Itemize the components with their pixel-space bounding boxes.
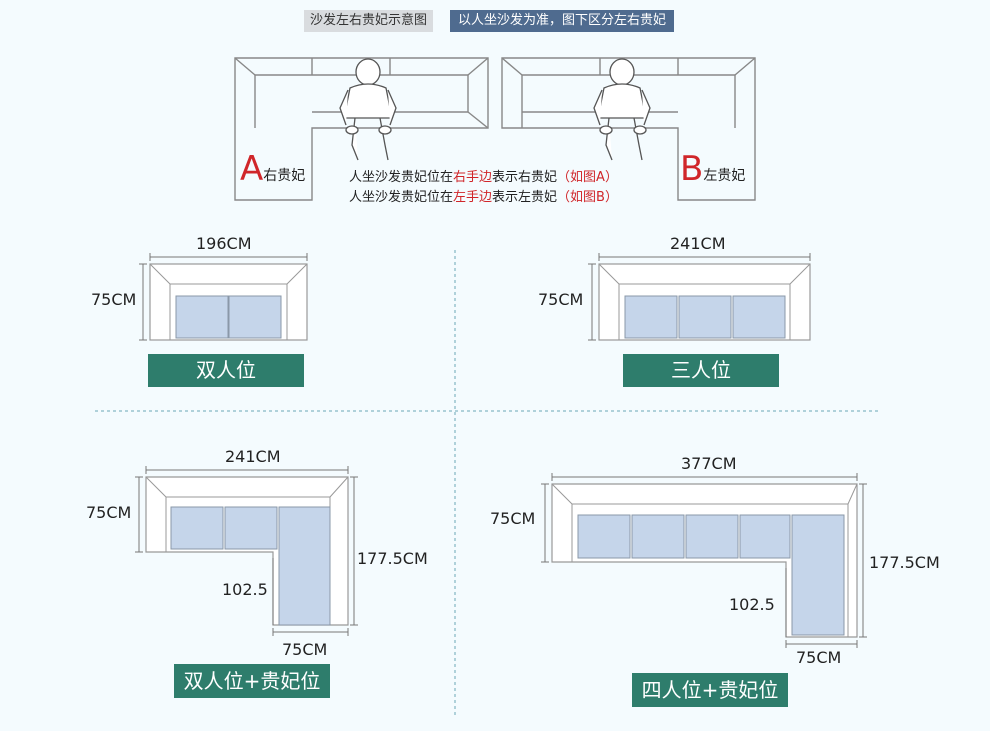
note2-post: 表示左贵妃	[492, 190, 558, 205]
three-seat-width: 241CM	[670, 234, 726, 253]
note1-highlight: 右手边	[453, 170, 493, 185]
seat-cushion	[228, 295, 282, 339]
note-line-2: 人坐沙发贵妃位在左手边表示左贵妃（如图B）	[349, 188, 618, 208]
chaise-cushion	[791, 514, 845, 636]
note-line-1: 人坐沙发贵妃位在右手边表示右贵妃（如图A）	[349, 168, 618, 188]
four-chaise-chaise-width: 75CM	[796, 648, 842, 667]
seat-cushion	[224, 506, 278, 550]
label-b-text: 左贵妃	[703, 168, 746, 184]
two-chaise-depth: 75CM	[86, 503, 132, 522]
seat-cushion	[739, 514, 791, 559]
person-a-icon	[339, 58, 397, 161]
three-seat-tag: 三人位	[623, 354, 779, 387]
two-seat-width: 196CM	[196, 234, 252, 253]
three-seat-depth: 75CM	[538, 290, 584, 309]
two-chaise-tag: 双人位+贵妃位	[174, 664, 330, 698]
note2-ref: （如图B）	[557, 190, 618, 205]
four-chaise-inner: 102.5	[729, 595, 775, 614]
note1-post: 表示右贵妃	[492, 170, 558, 185]
two-chaise-inner: 102.5	[222, 580, 268, 599]
person-b-icon	[593, 58, 651, 161]
header-right-label: 以人坐沙发为准，图下区分左右贵妃	[450, 10, 675, 32]
label-a-text: 右贵妃	[263, 168, 306, 184]
four-chaise-depth: 75CM	[490, 509, 536, 528]
letter-b: B	[680, 149, 704, 189]
two-seat-depth: 75CM	[91, 290, 137, 309]
letter-a: A	[240, 149, 264, 189]
seat-cushion	[577, 514, 631, 559]
seat-cushion	[631, 514, 685, 559]
seat-cushion	[170, 506, 224, 550]
label-b: B左贵妃	[680, 152, 745, 186]
seat-cushion	[732, 295, 786, 339]
two-chaise-width: 241CM	[225, 447, 281, 466]
note2-pre: 人坐沙发贵妃位在	[349, 190, 454, 205]
two-seat-sofa-drawing	[139, 253, 308, 341]
note1-ref: （如图A）	[557, 170, 618, 185]
seat-cushion	[624, 295, 678, 339]
two-chaise-sofa-drawing	[135, 466, 358, 636]
four-chaise-sofa-drawing	[541, 473, 867, 648]
chaise-cushion	[278, 506, 331, 626]
note1-pre: 人坐沙发贵妃位在	[349, 170, 454, 185]
seat-cushion	[685, 514, 739, 559]
header-left-label: 沙发左右贵妃示意图	[304, 10, 434, 32]
note2-highlight: 左手边	[453, 190, 493, 205]
seat-cushion	[175, 295, 229, 339]
two-chaise-chaise-width: 75CM	[282, 640, 328, 659]
four-chaise-tag: 四人位+贵妃位	[632, 673, 788, 707]
label-a: A右贵妃	[240, 152, 305, 186]
four-chaise-width: 377CM	[681, 454, 737, 473]
two-seat-tag: 双人位	[148, 354, 304, 387]
seat-cushion	[678, 295, 732, 339]
four-chaise-length: 177.5CM	[869, 553, 940, 572]
three-seat-sofa-drawing	[588, 253, 811, 341]
two-chaise-length: 177.5CM	[357, 549, 428, 568]
